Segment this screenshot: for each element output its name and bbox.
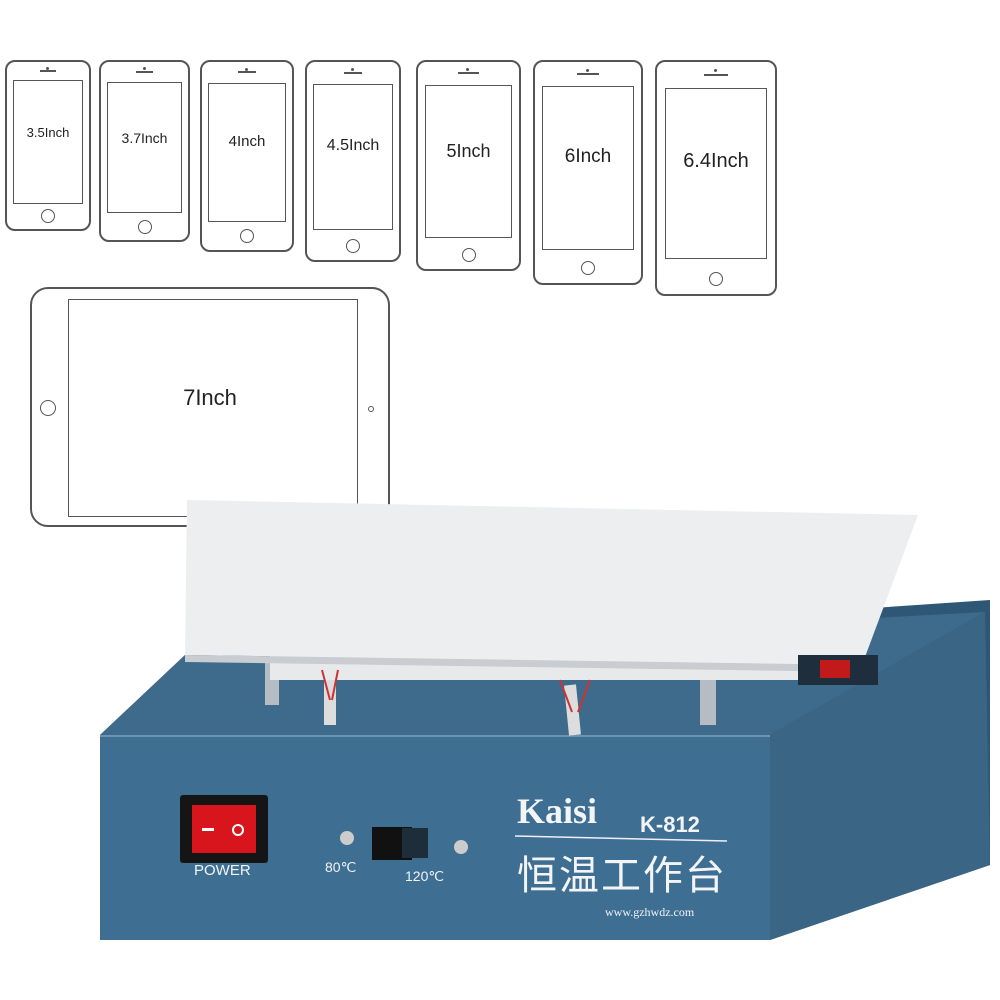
power-switch[interactable] — [180, 795, 268, 863]
temp-high-label: 120℃ — [405, 868, 445, 884]
size-label: 6.4Inch — [683, 150, 749, 173]
phone-outline-6-4: 6.4Inch — [655, 60, 777, 296]
power-label: POWER — [194, 862, 251, 879]
size-label: 6Inch — [564, 145, 612, 167]
temperature-switch[interactable] — [372, 827, 428, 860]
phone-outline-6: 6Inch — [533, 60, 643, 285]
website-label: www.gzhwdz.com — [605, 905, 695, 919]
phone-outline-5: 5Inch — [416, 60, 521, 271]
phone-outline-3-5: 3.5Inch — [5, 60, 91, 231]
temp-low-label: 80℃ — [325, 859, 357, 875]
size-label: 3.7Inch — [121, 129, 168, 146]
product-name-cn: 恒温工作台 — [517, 853, 727, 899]
phone-outline-3-7: 3.7Inch — [99, 60, 190, 242]
phone-outline-4-5: 4.5Inch — [305, 60, 401, 262]
brand-logo: Kaisi — [517, 791, 598, 831]
size-label: 7Inch — [183, 385, 237, 410]
size-label: 3.5Inch — [26, 125, 70, 141]
size-label: 4Inch — [228, 133, 266, 151]
size-label: 4.5Inch — [326, 137, 380, 155]
size-label: 5Inch — [446, 140, 491, 161]
phone-outline-4: 4Inch — [200, 60, 294, 252]
model-number: K-812 — [640, 812, 700, 837]
